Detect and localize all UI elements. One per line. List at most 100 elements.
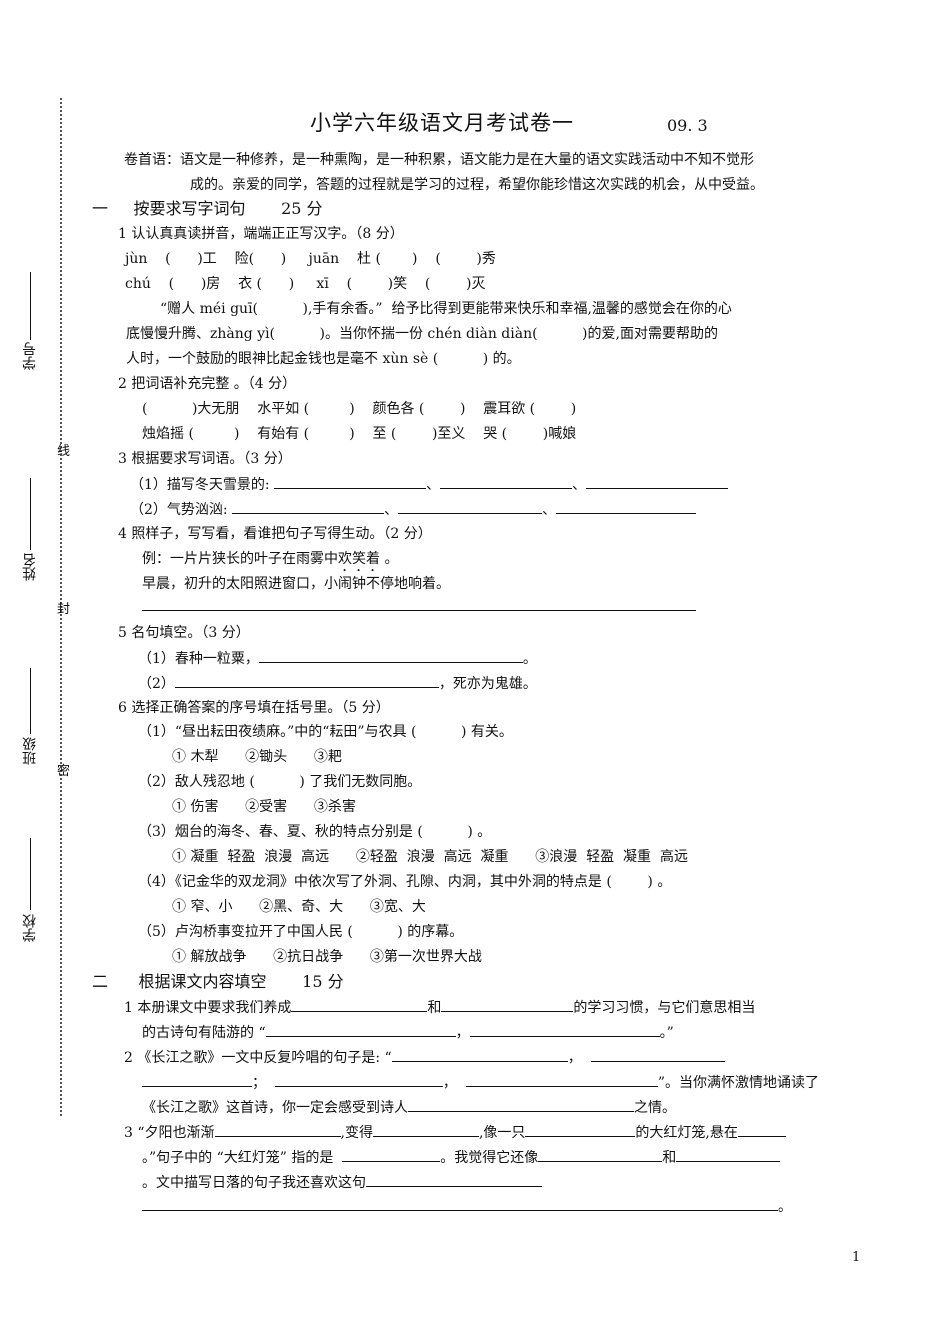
answer-blank[interactable] (142, 1196, 778, 1211)
section-2-title: 根据课文内容填空 (138, 972, 267, 991)
text: 的学习习惯，与它们意思相当 (573, 1000, 756, 1016)
answer-blank[interactable] (342, 1147, 441, 1162)
text: ”。当你满怀激情地诵读了 (657, 1075, 819, 1091)
section-1-number: 一 (92, 199, 109, 218)
answer-blank[interactable] (291, 997, 428, 1012)
preface-line-2: 成的。亲爱的同学，答题的过程就是学习的过程，希望你能珍惜这次实践的机会，从中受益… (190, 177, 764, 193)
s2-q3-line-3: 。文中描写日落的句子我还喜欢这句 (142, 1172, 542, 1193)
separator: 、 (426, 477, 441, 493)
preface-line-1: 卷首语：语文是一种修养，是一种熏陶，是一种积累，语文能力是在大量的语文实践活动中… (124, 152, 754, 168)
seal-char-mi: 密 (57, 764, 71, 779)
answer-blank[interactable] (174, 673, 439, 688)
q6-item-4: （4）《记金华的双龙洞》中依次写了外洞、孔隙、内洞，其中外洞的特点是 ( ) 。 (138, 874, 672, 890)
q4-example-prefix: 例：一片片狭长的叶子在雨雾中 (142, 551, 338, 567)
q2-row-2: 烛焰摇 ( ) 有始有 ( ) 至 ( )至义 哭 ( )喊娘 (142, 426, 577, 442)
answer-blank[interactable] (469, 1022, 660, 1037)
q6-item-3: （3）烟台的海冬、春、夏、秋的特点分别是 ( ) 。 (138, 824, 492, 840)
answer-blank[interactable] (465, 1072, 658, 1087)
answer-blank[interactable] (525, 1122, 636, 1137)
answer-blank[interactable] (372, 1122, 479, 1137)
answer-blank[interactable] (737, 1122, 786, 1137)
text: 《长江之歌》这首诗，你一定会感受到诗人 (142, 1100, 408, 1116)
section-1-header: 一 按要求写字词句 25 分 (92, 199, 323, 219)
field-student-id[interactable] (30, 272, 31, 340)
s2-q3-line-4: 。 (142, 1196, 792, 1217)
answer-blank[interactable] (265, 1022, 456, 1037)
text: 之情。 (634, 1100, 676, 1116)
text: ， (567, 1050, 582, 1066)
exam-code: 09. 3 (667, 116, 708, 135)
q3-heading: 3 根据要求写词语。（3 分） (118, 451, 292, 467)
answer-blank[interactable] (440, 474, 573, 489)
q1-pinyin-row-2: chú ( )房 衣 ( ) xī ( )笑 ( )灭 (125, 276, 486, 292)
answer-blank[interactable] (391, 1047, 568, 1062)
answer-blank[interactable] (366, 1172, 542, 1187)
label-student-id: 学号 (22, 342, 38, 370)
s2-q3-line-1: 3 “夕阳也渐渐,变得,像一只的大红灯笼,悬在 (124, 1122, 786, 1143)
text: 。”句子中的 “大红灯笼” 指的是 (142, 1150, 334, 1166)
answer-blank[interactable] (274, 1072, 443, 1087)
text: 。” (659, 1025, 674, 1041)
answer-blank[interactable] (258, 648, 523, 663)
q6-item-2-options: ① 伤害 ②受害 ③杀害 (172, 799, 356, 815)
answer-blank[interactable] (408, 1097, 634, 1112)
field-school[interactable] (30, 838, 31, 910)
label-class: 班级 (22, 737, 38, 765)
text: 2 《长江之歌》一文中反复吟唱的句子是: “ (124, 1050, 392, 1066)
answer-blank[interactable] (556, 499, 697, 514)
q3-row-2: （2）气势汹汹: 、、 (130, 499, 697, 520)
answer-blank[interactable] (676, 1147, 781, 1162)
q3-row-1-label: （1）描写冬天雪景的: (130, 477, 270, 493)
seal-char-xian: 线 (57, 444, 71, 459)
q4-example-emphasis: 欢笑着 (338, 551, 380, 567)
section-2-header: 二 根据课文内容填空 15 分 (92, 972, 344, 992)
q6-heading: 6 选择正确答案的序号填在括号里。（5 分） (118, 700, 390, 716)
text: 的大红灯笼,悬在 (635, 1125, 738, 1141)
answer-blank[interactable] (142, 1072, 252, 1087)
q4-answer-line[interactable] (142, 596, 696, 617)
text: 。 (778, 1199, 792, 1215)
q6-item-5-options: ① 解放战争 ②抗日战争 ③第一次世界大战 (172, 949, 482, 965)
q1-paragraph-line-2: 底慢慢升腾、zhàng yì( )。当你怀揣一份 chén diàn diàn(… (126, 326, 718, 342)
answer-blank[interactable] (274, 474, 427, 489)
q1-pinyin-row-1: jùn ( )工 险( ) juān 杜 ( ) ( )秀 (125, 251, 496, 267)
s2-q1-line-2: 的古诗句有陆游的 “，。” (142, 1022, 674, 1043)
text: 3 “夕阳也渐渐 (124, 1125, 215, 1141)
answer-blank[interactable] (232, 499, 385, 514)
answer-blank[interactable] (398, 499, 543, 514)
s2-q2-line-3: 《长江之歌》这首诗，你一定会感受到诗人 之情。 (142, 1097, 676, 1118)
s2-q3-line-2: 。”句子中的 “大红灯笼” 指的是 。我觉得它还像 和 (142, 1147, 781, 1168)
answer-blank[interactable] (590, 1047, 725, 1062)
text: 。我觉得它还像 (440, 1150, 539, 1166)
page-number: 1 (852, 1250, 861, 1265)
q1-paragraph-line-1: “赠人 méi guī( ),手有余香。” 给予比得到更能带来快乐和幸福,温馨的… (160, 301, 732, 317)
q2-heading: 2 把词语补充完整 。（4 分） (118, 376, 297, 392)
section-2-number: 二 (92, 972, 109, 991)
answer-blank[interactable] (586, 474, 729, 489)
q6-item-2: （2）敌人残忍地 ( ) 了我们无数同胞。 (138, 774, 422, 790)
separator: 、 (384, 502, 399, 518)
section-1-score: 25 分 (281, 199, 323, 218)
seal-char-feng: 封 (57, 602, 71, 617)
field-class[interactable] (30, 668, 31, 734)
q6-item-3-options: ① 凝重 轻盈 浪漫 高远 ②轻盈 浪漫 高远 凝重 ③浪漫 轻盈 凝重 高远 (172, 849, 688, 865)
q1-paragraph-line-3: 人时，一个鼓励的眼神比起金钱也是毫不 xùn sè ( ) 的。 (126, 351, 521, 367)
q6-item-1: （1）“昼出耘田夜绩麻。”中的“耘田”与农具 ( ) 有关。 (138, 724, 513, 740)
answer-blank[interactable] (214, 1122, 341, 1137)
text: 1 本册课文中要求我们养成 (124, 1000, 292, 1016)
q5-heading: 5 名句填空。（3 分） (118, 625, 250, 641)
q6-item-5: （5）卢沟桥事变拉开了中国人民 ( ) 的序幕。 (138, 924, 464, 940)
answer-blank[interactable] (538, 1147, 663, 1162)
q4-task: 早晨，初升的太阳照进窗口，小闹钟不停地响着。 (142, 576, 450, 592)
q5-row-2-label: （2） (138, 676, 175, 692)
section-1-title: 按要求写字词句 (133, 199, 246, 218)
text: 和 (427, 1000, 442, 1016)
section-2-score: 15 分 (302, 972, 344, 991)
q5-row-1-end: 。 (522, 651, 537, 667)
q4-example-suffix: 。 (380, 551, 399, 567)
answer-blank[interactable] (441, 997, 574, 1012)
q4-example: 例：一片片狭长的叶子在雨雾中欢笑着 。 (142, 549, 398, 575)
binding-dotted-line (60, 98, 62, 1116)
field-name[interactable] (30, 478, 31, 550)
text: 和 (662, 1150, 677, 1166)
